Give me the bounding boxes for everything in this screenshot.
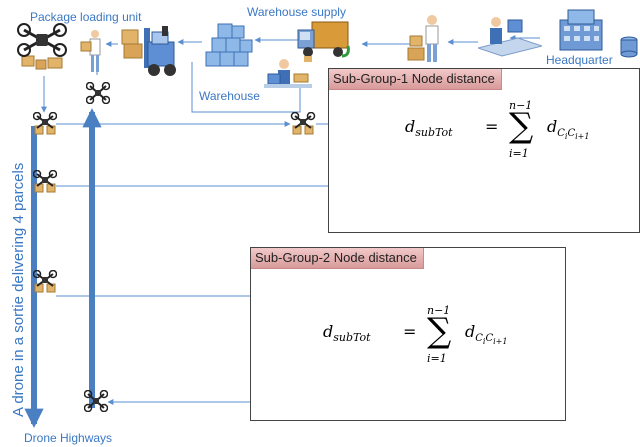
formula-lower-limit: i=1 <box>427 352 447 365</box>
subgroup-1-title: Sub-Group-1 Node distance <box>329 69 502 90</box>
warehouse-loop-line <box>191 62 301 113</box>
operator-workstation-icon <box>478 17 542 57</box>
formula-term: dCiCi+1 <box>465 322 508 347</box>
warehouse-supply-label: Warehouse supply <box>247 5 346 19</box>
formula-equals: = <box>485 117 499 136</box>
drone-with-parcel-icon <box>33 270 57 293</box>
delivery-truck-icon <box>297 21 350 62</box>
formula-sigma: ∑ <box>509 106 534 146</box>
formula-upper-limit: n−1 <box>427 304 451 317</box>
database-icon <box>620 36 638 58</box>
subgroup-1-box: Sub-Group-1 Node distance dsubTot = n−1 … <box>328 68 640 233</box>
subgroup-2-formula: dsubTot = n−1 ∑ i=1 dCiCi+1 <box>323 300 523 370</box>
formula-equals: = <box>403 322 417 341</box>
forklift-icon <box>121 26 176 76</box>
drone-with-parcels-icon <box>17 23 67 70</box>
formula-term: dCiCi+1 <box>547 117 590 142</box>
package-loading-unit-label: Package loading unit <box>30 10 142 24</box>
subgroup-2-box: Sub-Group-2 Node distance dsubTot = n−1 … <box>250 247 566 421</box>
drone-icon <box>86 82 110 104</box>
formula-lower-limit: i=1 <box>509 147 529 160</box>
drone-highways-label: Drone Highways <box>24 431 113 445</box>
formula-sigma: ∑ <box>427 311 452 351</box>
worker-icon <box>80 30 101 72</box>
formula-upper-limit: n−1 <box>509 99 533 112</box>
drone-sortie-label: A drone in a sortie delivering 4 parcels <box>10 162 27 417</box>
warehouse-label: Warehouse <box>199 89 260 103</box>
headquarter-building-icon <box>559 9 603 51</box>
drone-with-parcel-icon <box>33 112 57 135</box>
subgroup-2-title: Sub-Group-2 Node distance <box>251 248 424 269</box>
headquarter-label: Headquarter <box>546 53 613 67</box>
warehouse-clerk-icon <box>264 59 312 88</box>
formula-lhs: dsubTot <box>323 322 371 345</box>
formula-lhs: dsubTot <box>405 117 453 140</box>
drone-icon <box>84 390 108 412</box>
subgroup-1-formula: dsubTot = n−1 ∑ i=1 dCiCi+1 <box>405 93 605 163</box>
drone-with-parcel-icon <box>290 112 316 135</box>
warehouse-icon <box>205 23 253 67</box>
drone-with-parcel-icon <box>33 170 57 193</box>
parcel-handler-icon <box>407 15 439 62</box>
